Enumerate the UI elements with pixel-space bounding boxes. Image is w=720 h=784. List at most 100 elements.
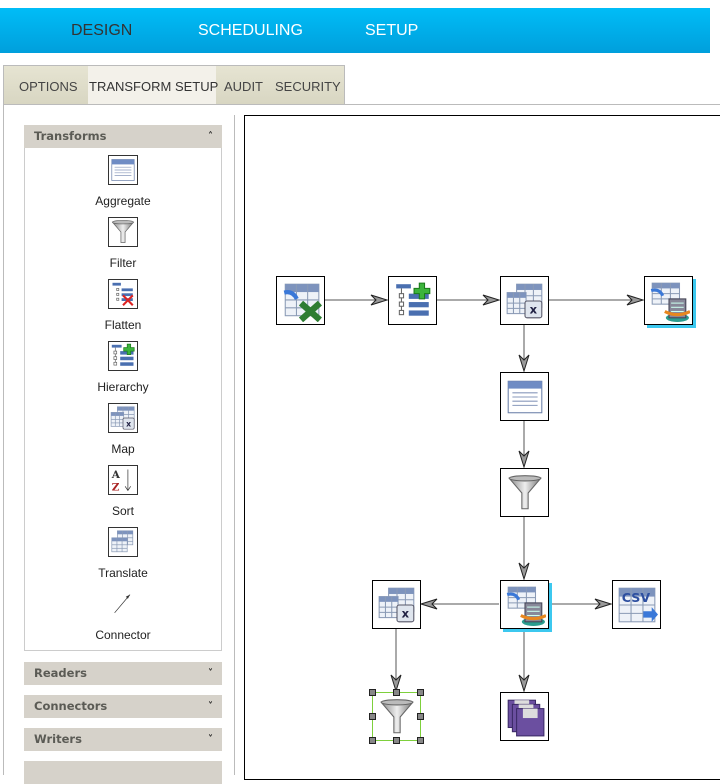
tab-bar: OPTIONS TRANSFORM SETUP AUDIT SECURITY: [3, 65, 345, 104]
chevron-down-icon[interactable]: ˅: [208, 668, 213, 679]
chevron-down-icon[interactable]: ˅: [208, 701, 213, 712]
divider: [3, 104, 720, 105]
filter-icon: [504, 472, 545, 519]
palette-item-hierarchy[interactable]: Hierarchy: [25, 341, 221, 394]
tab-options[interactable]: OPTIONS: [19, 79, 78, 94]
filter-icon: [108, 217, 138, 247]
palette-item-label: Connector: [95, 628, 151, 642]
arrowhead-icon: [518, 450, 530, 469]
readers-title: Readers: [34, 666, 87, 680]
node-csv-writer[interactable]: CSV: [612, 580, 661, 629]
palette-item-flatten[interactable]: Flatten: [25, 279, 221, 332]
connector-icon: [108, 589, 138, 619]
readers-panel-header[interactable]: Readers ˅: [24, 662, 222, 685]
nav-design[interactable]: DESIGN: [71, 21, 133, 39]
connector-edge[interactable]: [549, 294, 645, 306]
connectors-panel-header[interactable]: Connectors ˅: [24, 695, 222, 718]
connector-edge[interactable]: [518, 325, 530, 373]
palette-item-connector[interactable]: Connector: [25, 589, 221, 642]
node-db-writer-2[interactable]: [500, 580, 549, 629]
svg-text:x: x: [402, 607, 410, 621]
connector-edge[interactable]: [419, 598, 499, 610]
arrowhead-icon: [370, 294, 389, 306]
resize-handle[interactable]: [369, 737, 376, 744]
svg-text:A: A: [111, 469, 121, 481]
connector-edge[interactable]: [437, 294, 501, 306]
node-db-writer-1[interactable]: [644, 276, 693, 325]
svg-text:x: x: [126, 419, 131, 428]
resize-handle[interactable]: [393, 689, 400, 696]
nav-scheduling[interactable]: SCHEDULING: [198, 21, 303, 39]
transforms-title: Transforms: [34, 129, 107, 143]
map-icon: x: [504, 280, 545, 327]
more-panel-header[interactable]: [24, 761, 222, 784]
save-icon: [504, 696, 545, 743]
node-filter-2[interactable]: [369, 689, 424, 744]
flatten-icon: [108, 279, 138, 309]
arrowhead-icon: [482, 294, 501, 306]
arrowhead-icon: [518, 354, 530, 373]
connector-edge[interactable]: [325, 294, 389, 306]
resize-handle[interactable]: [417, 737, 424, 744]
svg-text:Z: Z: [112, 482, 120, 494]
csv-writer-icon: CSV: [616, 584, 658, 631]
svg-text:CSV: CSV: [622, 590, 651, 605]
hierarchy-icon: [392, 280, 433, 327]
resize-handle[interactable]: [417, 713, 424, 720]
palette-item-label: Flatten: [104, 318, 142, 332]
connector-edge[interactable]: [518, 421, 530, 469]
arrowhead-icon: [518, 562, 530, 581]
palette-item-label: Aggregate: [95, 194, 151, 208]
writers-panel-header[interactable]: Writers ˅: [24, 728, 222, 751]
resize-handle[interactable]: [369, 713, 376, 720]
palette-item-filter[interactable]: Filter: [25, 217, 221, 270]
node-aggregate[interactable]: [500, 372, 549, 421]
map-icon: x: [108, 403, 138, 433]
map-icon: x: [376, 584, 417, 631]
chevron-up-icon[interactable]: ˄: [208, 131, 213, 142]
tab-audit[interactable]: AUDIT: [224, 79, 263, 94]
connectors-title: Connectors: [34, 699, 108, 713]
database-writer-icon: [504, 584, 547, 631]
node-hierarchy[interactable]: [388, 276, 437, 325]
palette-item-label: Filter: [109, 256, 137, 270]
resize-handle[interactable]: [417, 689, 424, 696]
node-filter-1[interactable]: [500, 468, 549, 517]
writers-title: Writers: [34, 732, 82, 746]
hierarchy-icon: [108, 341, 138, 371]
transforms-panel-header[interactable]: Transforms ˄: [24, 125, 222, 148]
resize-handle[interactable]: [393, 737, 400, 744]
database-writer-icon: [648, 280, 691, 327]
node-file-writer[interactable]: [500, 692, 549, 741]
node-map-1[interactable]: x: [500, 276, 549, 325]
nav-setup[interactable]: SETUP: [365, 21, 419, 39]
connector-edge[interactable]: [518, 629, 530, 693]
filter-icon: [376, 696, 417, 743]
tab-security[interactable]: SECURITY: [275, 79, 341, 94]
top-navigation: DESIGN SCHEDULING SETUP: [0, 8, 710, 53]
tab-transform-setup[interactable]: TRANSFORM SETUP: [88, 66, 218, 104]
arrowhead-icon: [626, 294, 645, 306]
palette-item-aggregate[interactable]: Aggregate: [25, 155, 221, 208]
excel-reader-icon: [280, 280, 322, 327]
node-map-2[interactable]: x: [372, 580, 421, 629]
palette-item-label: Map: [111, 442, 135, 456]
palette-item-label: Sort: [111, 504, 134, 518]
node-excel-reader[interactable]: [276, 276, 325, 325]
palette-item-label: Translate: [98, 566, 148, 580]
arrowhead-icon: [419, 598, 438, 610]
aggregate-icon: [504, 376, 545, 423]
palette-item-translate[interactable]: Translate: [25, 527, 221, 580]
chevron-down-icon[interactable]: ˅: [208, 734, 213, 745]
arrowhead-icon: [518, 674, 530, 693]
connector-edge[interactable]: [518, 517, 530, 581]
connector-edge[interactable]: [390, 629, 402, 693]
panel-divider[interactable]: [234, 115, 235, 775]
connector-layer: [325, 294, 645, 693]
connector-edge[interactable]: [549, 598, 613, 610]
resize-handle[interactable]: [369, 689, 376, 696]
